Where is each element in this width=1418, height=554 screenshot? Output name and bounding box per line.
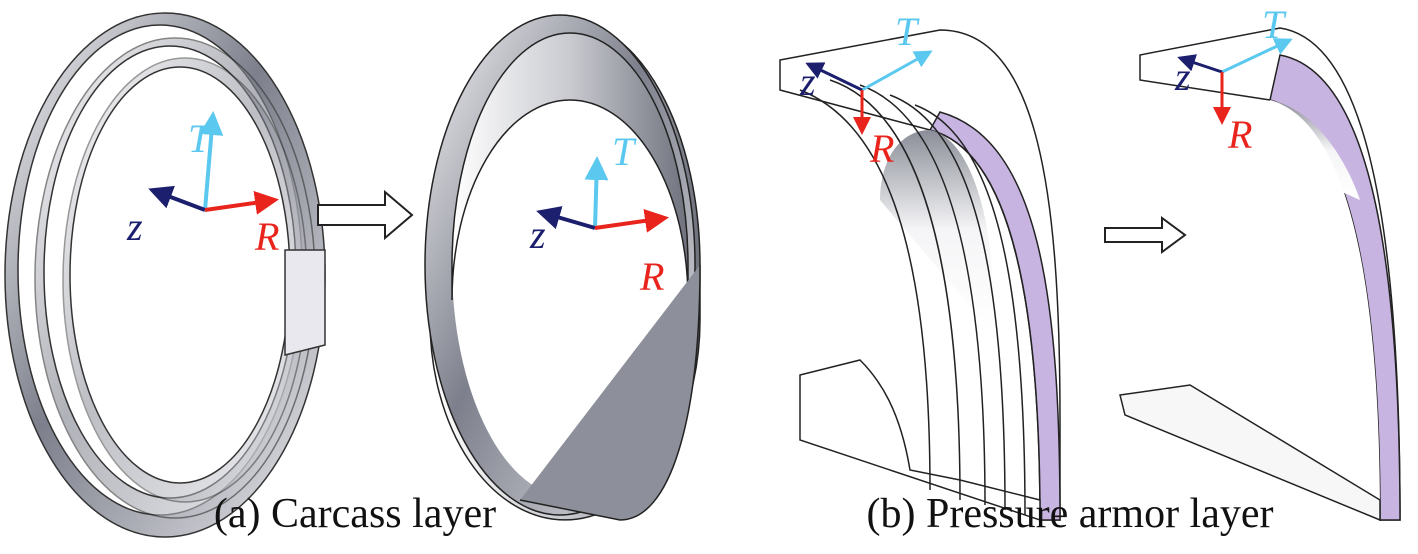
- pressure-armor-segmented: [779, 29, 1061, 522]
- axis-label-z-a2: z: [529, 212, 546, 257]
- axes-triad-b-equivalent: [1177, 38, 1293, 125]
- axis-label-z-a1: z: [126, 204, 143, 249]
- axis-label-R-a1: R: [254, 214, 279, 259]
- transform-arrow-a: [317, 189, 414, 241]
- axes-triad-a-carcass: [148, 111, 279, 215]
- axis-label-z-b1: z: [799, 59, 816, 104]
- axis-label-T-b2: T: [1262, 2, 1287, 47]
- axis-label-z-b2: z: [1174, 54, 1191, 99]
- axes-triad-a-ring: [536, 156, 669, 233]
- axis-label-R-b1: R: [869, 126, 894, 171]
- axis-label-R-b2: R: [1227, 112, 1252, 157]
- axes-triad-b-armor: [805, 50, 933, 135]
- axis-label-T-a1: T: [188, 116, 213, 161]
- caption-a: (a) Carcass layer: [213, 491, 497, 537]
- pressure-armor-equivalent: [1119, 27, 1401, 522]
- axis-label-T-b1: T: [895, 9, 920, 54]
- axis-label-R-a2: R: [639, 254, 664, 299]
- axis-label-T-a2: T: [612, 129, 637, 174]
- caption-b: (b) Pressure armor layer: [866, 491, 1274, 537]
- carcass-helix: [4, 12, 326, 538]
- equivalent-ring: [424, 14, 701, 521]
- transform-arrow-b: [1104, 216, 1187, 254]
